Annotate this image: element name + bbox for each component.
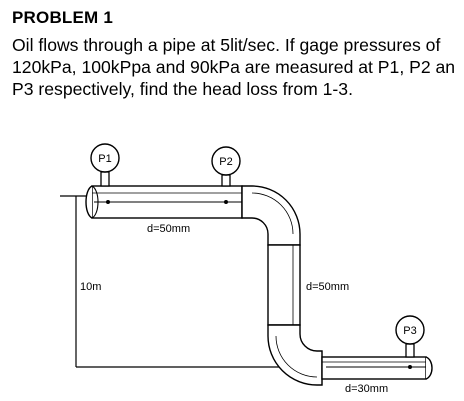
gauge-p1: P1 <box>90 143 120 187</box>
problem-title: PROBLEM 1 <box>12 8 113 27</box>
gauge-p1-stem <box>100 171 110 187</box>
station-1-marker <box>106 200 110 204</box>
elevation-label: 10m <box>80 281 101 293</box>
gauge-p3-label: P3 <box>403 325 416 337</box>
gauge-p3-dial <box>395 315 425 345</box>
gauge-p1-label: P1 <box>98 153 111 165</box>
gauge-p1-dial <box>90 143 120 173</box>
gauge-p3-stem <box>405 343 415 358</box>
vertical-pipe <box>267 244 301 326</box>
gauge-p2-dial <box>211 146 241 176</box>
top-diameter-label: d=50mm <box>147 223 190 235</box>
upper-elbow-highlight <box>251 192 294 235</box>
gauge-p2-label: P2 <box>219 156 232 168</box>
station-3-marker <box>408 365 412 369</box>
problem-statement: Oil flows through a pipe at 5lit/sec. If… <box>12 35 456 99</box>
top-pipe-left-end <box>85 185 93 219</box>
bottom-pipe-right-end <box>425 356 433 380</box>
gauge-p3: P3 <box>395 315 425 358</box>
gauge-p2-stem <box>221 174 231 187</box>
station-2-marker <box>224 200 228 204</box>
lower-elbow <box>267 324 323 386</box>
vertical-diameter-label: d=50mm <box>306 281 349 293</box>
upper-elbow <box>241 185 301 246</box>
gauge-p2: P2 <box>211 146 241 187</box>
lower-elbow-highlight <box>275 335 318 378</box>
bottom-diameter-label: d=30mm <box>345 383 388 395</box>
